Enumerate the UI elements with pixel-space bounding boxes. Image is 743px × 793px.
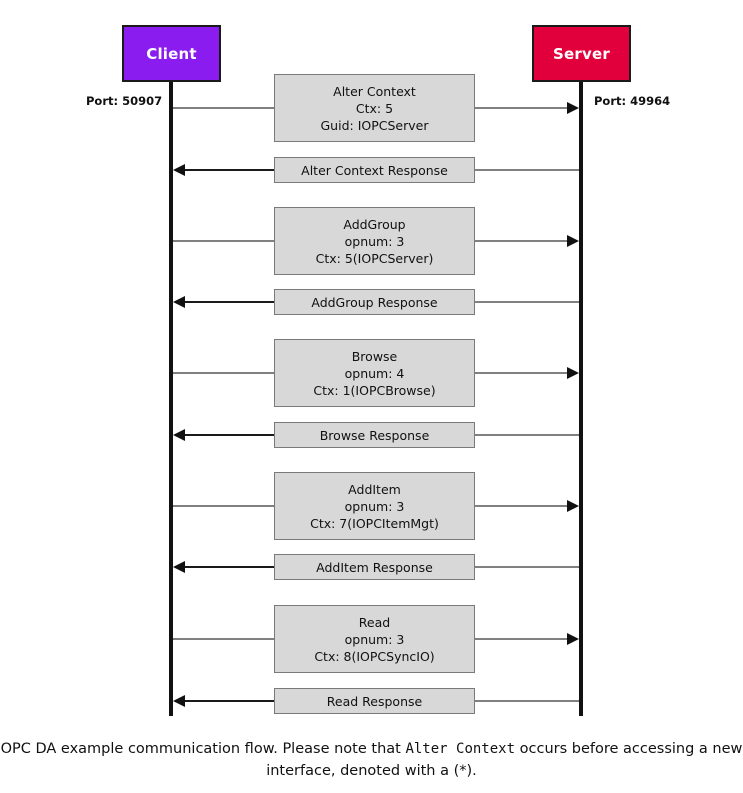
message-context: Ctx: 7(IOPCItemMgt)	[310, 515, 439, 531]
message-opnum: Ctx: 5	[355, 100, 394, 116]
port-label-client: Port: 50907	[86, 94, 163, 108]
request-line-left	[173, 505, 274, 507]
message-box: Read Response	[274, 688, 475, 714]
caption-part2: occurs before accessing a new interface,…	[266, 741, 743, 779]
actor-server-box: Server	[532, 25, 631, 82]
arrowhead-left-icon	[173, 429, 185, 441]
message-title: Alter Context	[333, 83, 416, 99]
caption-mono-term: Alter Context	[405, 741, 516, 757]
message-context: Ctx: 1(IOPCBrowse)	[313, 382, 436, 398]
message-title: AddGroup	[343, 216, 406, 232]
message-row: AddGroup Response	[0, 289, 743, 315]
arrowhead-right-icon	[567, 235, 579, 247]
arrowhead-left-icon	[173, 695, 185, 707]
response-line-left	[185, 566, 274, 568]
message-row: Alter Context Response	[0, 157, 743, 183]
request-line-left	[173, 372, 274, 374]
request-line-right	[475, 240, 567, 242]
message-context: Ctx: 5(IOPCServer)	[315, 250, 434, 266]
response-line-right	[475, 301, 579, 303]
message-context: Guid: IOPCServer	[320, 117, 429, 133]
request-line-left	[173, 240, 274, 242]
request-line-right	[475, 107, 567, 109]
figure-caption: OPC DA example communication flow. Pleas…	[0, 738, 743, 782]
arrowhead-right-icon	[567, 367, 579, 379]
lifeline-client	[169, 82, 173, 716]
response-line-left	[185, 301, 274, 303]
response-line-left	[185, 169, 274, 171]
message-row: AddItem Response	[0, 554, 743, 580]
message-title: Read Response	[326, 693, 423, 709]
message-box: Browse Response	[274, 422, 475, 448]
message-title: AddItem Response	[316, 559, 433, 575]
message-row: Read Response	[0, 688, 743, 714]
message-context: Ctx: 8(IOPCSyncIO)	[314, 648, 435, 664]
message-opnum: opnum: 4	[344, 365, 405, 381]
request-line-left	[173, 107, 274, 109]
message-title: Browse Response	[319, 427, 430, 443]
message-opnum: opnum: 3	[344, 233, 405, 249]
message-opnum: opnum: 3	[344, 631, 405, 647]
arrowhead-right-icon	[567, 633, 579, 645]
request-line-right	[475, 638, 567, 640]
message-title: Browse	[351, 348, 398, 364]
message-box: AddGroup Response	[274, 289, 475, 315]
response-line-right	[475, 434, 579, 436]
response-line-left	[185, 700, 274, 702]
message-title: Read	[358, 614, 391, 630]
message-box: Alter Context Response	[274, 157, 475, 183]
arrowhead-left-icon	[173, 164, 185, 176]
message-title: AddGroup Response	[311, 294, 438, 310]
message-opnum: opnum: 3	[344, 498, 405, 514]
port-label-server: Port: 49964	[594, 94, 671, 108]
actor-client-box: Client	[122, 25, 221, 82]
message-row: Browse Response	[0, 422, 743, 448]
arrowhead-right-icon	[567, 102, 579, 114]
request-line-right	[475, 372, 567, 374]
arrowhead-right-icon	[567, 500, 579, 512]
request-line-left	[173, 638, 274, 640]
caption-part1: OPC DA example communication flow. Pleas…	[0, 741, 406, 757]
actor-client-label: Client	[146, 44, 197, 63]
request-line-right	[475, 505, 567, 507]
response-line-right	[475, 566, 579, 568]
arrowhead-left-icon	[173, 561, 185, 573]
message-title: AddItem	[348, 481, 401, 497]
response-line-right	[475, 169, 579, 171]
actor-server-label: Server	[553, 44, 610, 63]
response-line-left	[185, 434, 274, 436]
message-box: AddItem Response	[274, 554, 475, 580]
arrowhead-left-icon	[173, 296, 185, 308]
lifeline-server	[579, 82, 583, 716]
response-line-right	[475, 700, 579, 702]
message-title: Alter Context Response	[301, 162, 448, 178]
